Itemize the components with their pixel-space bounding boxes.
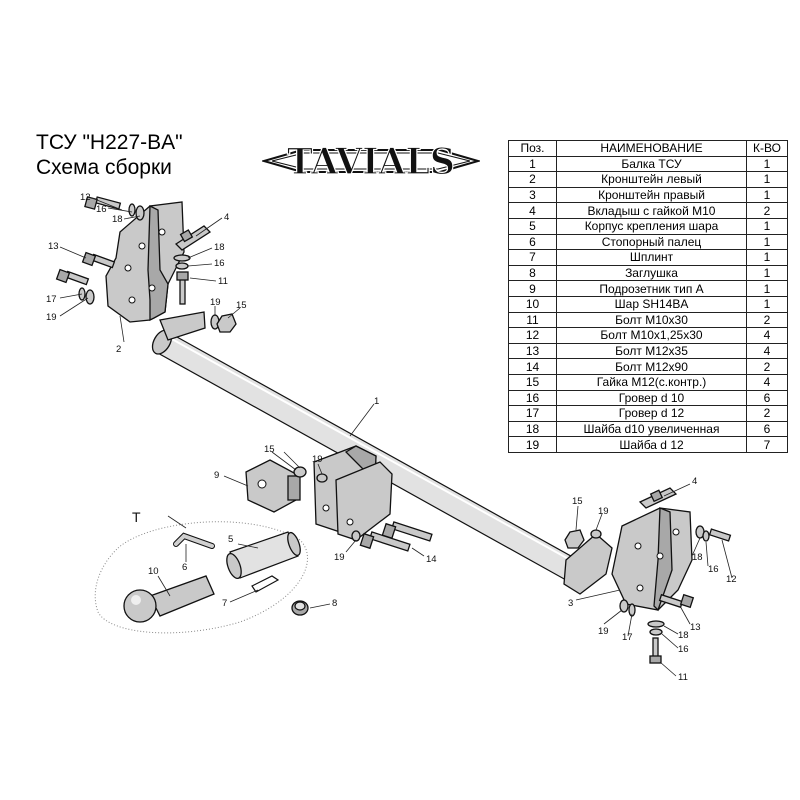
callout-6: 6 [182,562,187,573]
header-name: НАИМЕНОВАНИЕ [556,140,747,157]
callout-17: 17 [622,632,633,643]
callout-2: 2 [116,344,121,355]
callout-12: 12 [726,574,737,585]
callout-18: 18 [692,552,703,563]
title-block: ТСУ "H227-BA" Схема сборки [36,130,183,180]
callout-19: 19 [334,552,345,563]
callout-19: 19 [210,297,221,308]
cell-name: Гровер d 10 [556,389,747,407]
callout-11: 11 [678,672,688,683]
cell-name: Корпус крепления шара [556,217,747,235]
tavials-logo: TAVIALS [262,140,480,184]
callout-10: 10 [148,566,159,577]
diagram-subtitle: Схема сборки [36,156,172,179]
callout-19: 19 [598,506,609,517]
callout-16: 16 [708,564,719,575]
cell-position: 15 [508,373,557,391]
callout-18: 18 [678,630,689,641]
housing-part-5 [226,531,301,580]
cell-name: Подрозетник тип А [556,280,747,297]
bolts-part-14 [351,521,433,552]
leader-lines [59,197,733,677]
pin-part-6 [173,532,215,549]
callout-19: 19 [46,312,57,323]
diagram-title: ТСУ "H227-BA" [36,131,183,154]
callout-15: 15 [264,444,275,455]
left-bracket-part-2 [105,201,185,323]
callout-4: 4 [224,212,229,223]
ball-part-10 [123,575,215,623]
cell-name: Вкладыш с гайкой М10 [556,202,747,219]
plug-part-8 [291,600,309,616]
callout-13: 13 [48,241,59,252]
callout-7: 7 [222,598,227,609]
socket-bracket-part-9 [245,459,328,513]
callout-19: 19 [312,454,323,465]
cell-name: Шайба d 12 [556,436,747,453]
callout-14: 14 [426,554,437,565]
cell-name: Болт М12х90 [556,358,747,375]
kit-label: Т [132,509,141,525]
callout-16: 16 [678,644,689,655]
cell-quantity: 7 [746,436,788,453]
cotter-part-7 [251,575,280,593]
callout-18: 18 [214,242,225,253]
cell-position: 12 [508,327,557,344]
callout-19: 19 [598,626,609,637]
callout-18: 18 [112,214,123,225]
callout-17: 17 [46,294,57,305]
callout-1: 1 [374,396,379,407]
callout-11: 11 [218,276,228,287]
insert-part-4-right [638,487,678,509]
fasteners-right [564,525,732,664]
cell-quantity: 1 [746,233,788,251]
callout-12: 12 [80,192,91,203]
cell-quantity: 2 [746,311,788,329]
callout-5: 5 [228,534,233,545]
callout-15: 15 [236,300,247,311]
callout-13: 13 [690,622,701,633]
callout-16: 16 [96,204,107,215]
callout-labels: 12 16 18 4 13 18 16 11 17 19 19 15 2 1 1… [46,192,737,683]
callout-8: 8 [332,598,337,609]
kit-outline [94,521,308,634]
callout-9: 9 [214,470,219,481]
cell-position: 17 [508,405,557,422]
callout-15: 15 [572,496,583,507]
logo-text: TAVIALS [287,141,455,183]
cell-name: Кронштейн левый [556,171,747,188]
right-bracket-part-3 [563,507,693,612]
callout-16: 16 [214,258,225,269]
center-brackets [313,445,393,541]
callout-3: 3 [568,598,573,609]
cell-quantity: 1 [746,171,788,188]
callout-4: 4 [692,476,697,487]
